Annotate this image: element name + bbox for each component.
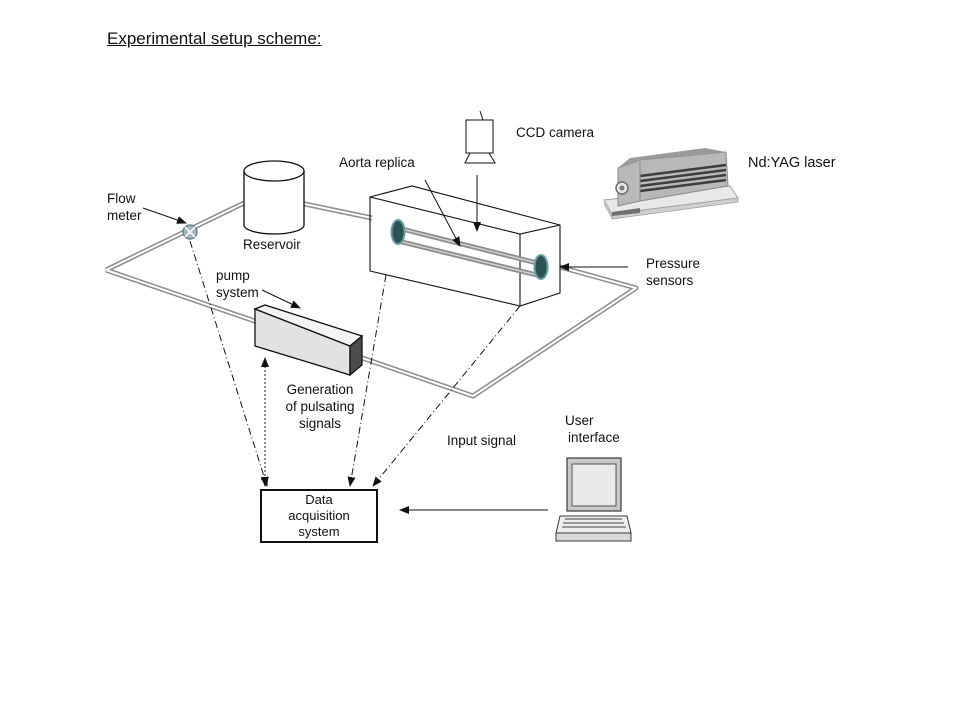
data-acquisition-box (260, 489, 378, 543)
pump-system-box (253, 304, 364, 377)
signal-lines (189, 240, 521, 487)
reservoir (243, 160, 305, 235)
diagram-title: Experimental setup scheme: (107, 29, 322, 48)
pipe-loop (104, 200, 639, 399)
reservoir-label: Reservoir (243, 237, 301, 252)
ccd-camera-icon (464, 110, 496, 164)
annotation-arrows (142, 175, 628, 514)
aorta-replica-label: Aorta replica (339, 155, 415, 170)
flow-meter (182, 224, 198, 240)
aorta-replica (397, 225, 542, 279)
ccd-camera-label: CCD camera (516, 125, 595, 140)
laser-label: Nd:YAG laser (748, 155, 836, 171)
pressure-sensor-right (533, 254, 549, 280)
laptop-icon (555, 457, 632, 542)
input-signal-label: Input signal (447, 433, 517, 448)
laser-device (603, 148, 739, 220)
pressure-sensor-left (390, 219, 406, 245)
